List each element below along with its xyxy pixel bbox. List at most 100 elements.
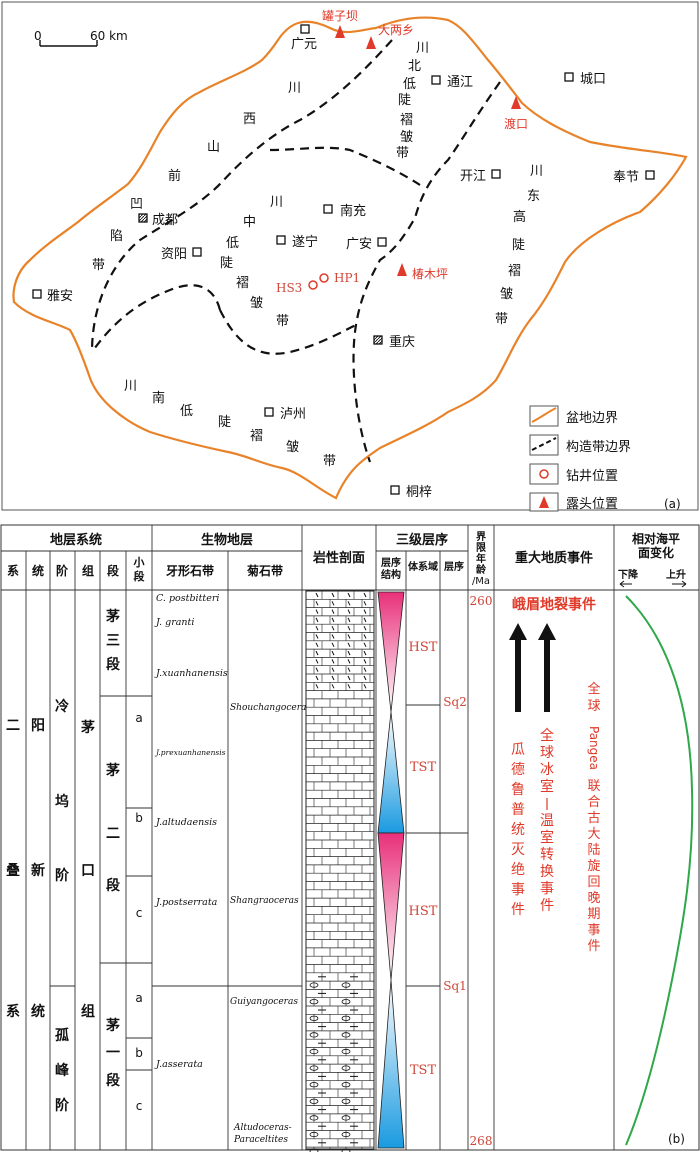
stage-label-lengwu: 坞 xyxy=(55,793,69,810)
event-icehouse-greenhouse: 球 xyxy=(540,745,554,761)
zone-char: 褶 xyxy=(236,276,249,291)
zone-char: 带 xyxy=(495,312,508,327)
submember-label: a xyxy=(135,711,142,725)
outcrop-label: 罐子坝 xyxy=(322,9,358,23)
zone-char: 陷 xyxy=(110,229,123,244)
zone-char: 川 xyxy=(416,41,429,56)
event-guadalupian-extinction: 瓜 xyxy=(511,742,525,758)
ammonite-zone: Paraceltites xyxy=(233,1135,288,1145)
city-label: 桐梓 xyxy=(406,485,432,500)
outcrop-triangle-icon xyxy=(335,25,345,38)
city-label: 开江 xyxy=(460,169,486,184)
event-emei-rifting: 峨眉地裂事件 xyxy=(512,596,596,613)
city-marker-icon xyxy=(276,235,286,245)
well-markers: HS3 HP1 xyxy=(276,271,360,295)
header-sealevel: 相对海平面变化 xyxy=(632,531,680,560)
well-hp1-marker xyxy=(319,273,329,283)
city-label: 成都 xyxy=(152,213,178,228)
city-marker-icon xyxy=(192,247,202,257)
zone-char: 低 xyxy=(403,77,416,92)
tract-hst-upper: HST xyxy=(409,640,438,655)
well-hp1-label: HP1 xyxy=(334,271,360,285)
submember-label: c xyxy=(136,1099,143,1113)
up-arrow-icon xyxy=(509,623,527,640)
event-pangea: 旋 xyxy=(587,859,600,874)
zone-char: 皱 xyxy=(500,286,513,302)
member-label-mao3: 段 xyxy=(106,656,120,673)
tract-hst-lower: HST xyxy=(409,904,438,919)
event-arrow-1 xyxy=(509,623,527,712)
city-label: 城口 xyxy=(580,72,606,87)
conodont-zone: J.altudaensis xyxy=(154,817,217,828)
event-icehouse-greenhouse: 换 xyxy=(540,863,554,880)
submember-label: b xyxy=(135,811,143,825)
legend-outcrop-symbol xyxy=(539,496,549,508)
city-label: 奉节 xyxy=(613,170,639,185)
header-fall: 下降 xyxy=(618,568,639,581)
sequence-structure xyxy=(377,591,405,1149)
stage-label-lengwu: 阶 xyxy=(55,867,70,884)
city-label: 通江 xyxy=(447,75,473,90)
zone-char: 陡 xyxy=(512,238,525,253)
city-marker-icon xyxy=(300,24,310,34)
legend-well-symbol xyxy=(539,469,549,479)
rise-arrow-icon xyxy=(672,580,687,588)
event-pangea: 全 xyxy=(587,681,600,697)
event-pangea: 合 xyxy=(587,795,600,810)
zone-char: 皱 xyxy=(286,439,299,455)
zone-char: 前 xyxy=(168,168,181,184)
zone-char: 南 xyxy=(152,390,165,406)
system-label: 二 xyxy=(6,718,20,734)
event-guadalupian-extinction: 普 xyxy=(511,802,525,818)
legend-outcrop: 露头位置 xyxy=(566,497,618,512)
up-arrow-icon xyxy=(538,623,556,640)
ammonite-zone: Altudoceras- xyxy=(233,1123,292,1133)
system-label: 系 xyxy=(6,1003,20,1020)
outcrop-label: 渡口 xyxy=(504,116,528,131)
series-label: 新 xyxy=(31,862,45,879)
city-marker-icon xyxy=(138,213,148,223)
zone-char: 北 xyxy=(408,59,421,74)
zone-char: 山 xyxy=(207,140,220,155)
formation-label: 组 xyxy=(81,1003,95,1020)
zone-char: 低 xyxy=(180,404,193,419)
conodont-zone: J.xuanhanensis xyxy=(154,668,228,679)
member-label-mao2: 茅 xyxy=(106,762,120,779)
zone-char: 川 xyxy=(270,195,283,210)
outcrop-label: 椿木坪 xyxy=(412,267,448,281)
age-bottom: 268 xyxy=(470,1134,493,1148)
systems-tract-labels: HST TST HST TST Sq2 Sq1 260 268 xyxy=(409,594,493,1148)
series-label: 统 xyxy=(31,1003,45,1020)
event-icehouse-greenhouse: 事 xyxy=(540,881,554,897)
header-seq-structure: 层序结构 xyxy=(381,556,401,581)
event-pangea: 期 xyxy=(587,907,600,922)
event-guadalupian-extinction: 绝 xyxy=(511,862,525,878)
city-marker-icon xyxy=(32,289,42,299)
stage-label-gufeng: 阶 xyxy=(55,1097,70,1114)
header-age: 界限年龄/Ma xyxy=(472,531,490,587)
geological-events: 峨眉地裂事件 瓜德鲁普统灭绝事件全球冰室温室转换事件全球Pangea联合古大陆旋… xyxy=(509,596,601,954)
conodont-zone: J.prexuanhanensis xyxy=(154,748,226,757)
tract-tst-lower: TST xyxy=(410,1063,437,1078)
city-marker-icon xyxy=(373,335,383,345)
outcrop-label: 大两乡 xyxy=(378,23,414,37)
header-formation: 组 xyxy=(82,563,94,578)
zone-char: 带 xyxy=(276,314,289,329)
event-guadalupian-extinction: 德 xyxy=(511,762,525,778)
member-label-mao1: 段 xyxy=(106,1072,120,1089)
zone-char: 皱 xyxy=(400,129,413,145)
scale-zero: 0 xyxy=(34,29,42,43)
ammonite-zone: Guiyangoceras xyxy=(230,997,298,1007)
zone-char: 陡 xyxy=(398,93,411,108)
zone-char: 褶 xyxy=(400,113,413,128)
zone-char: 西 xyxy=(243,112,256,127)
legend-tectonic-boundary-symbol xyxy=(531,437,557,451)
city-marker-icon xyxy=(431,75,441,85)
event-pangea: 晚 xyxy=(587,891,600,906)
ammonite-zone: Shangraoceras xyxy=(230,896,299,906)
member-label-mao2: 段 xyxy=(106,877,120,894)
event-guadalupian-extinction: 事 xyxy=(511,882,525,898)
zone-char: 褶 xyxy=(508,264,521,279)
